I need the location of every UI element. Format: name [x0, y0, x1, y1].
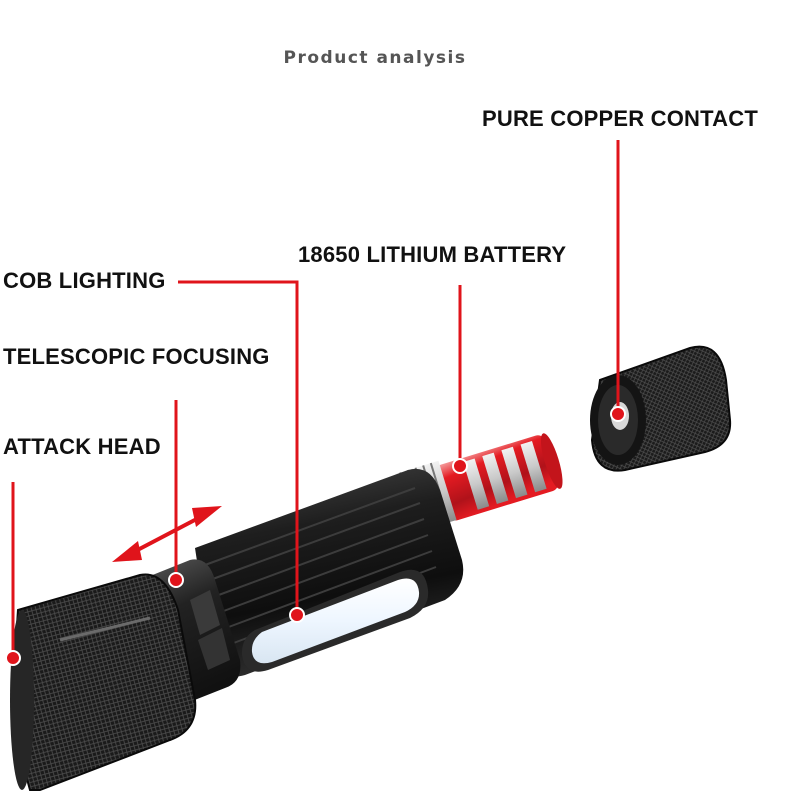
dot-battery — [452, 458, 468, 474]
page-title: Product analysis — [283, 48, 467, 68]
label-lithium-battery: 18650 LITHIUM BATTERY — [298, 242, 567, 267]
label-cob-lighting: COB LIGHTING — [3, 268, 166, 293]
leader-cob — [178, 280, 299, 612]
focus-direction-arrow — [112, 506, 222, 562]
attack-head — [10, 573, 197, 791]
label-pure-copper-contact: PURE COPPER CONTACT — [482, 106, 758, 131]
leader-lines — [11, 140, 620, 655]
label-telescopic-focusing: TELESCOPIC FOCUSING — [3, 344, 270, 369]
flashlight-body — [195, 468, 464, 677]
battery-cell — [435, 433, 563, 521]
dot-attack-head — [5, 650, 21, 666]
dot-cob — [289, 607, 305, 623]
leader-dots — [5, 406, 626, 666]
tail-cap — [590, 345, 732, 472]
dot-copper-contact — [610, 406, 626, 422]
label-attack-head: ATTACK HEAD — [3, 434, 161, 459]
dot-focus — [168, 572, 184, 588]
